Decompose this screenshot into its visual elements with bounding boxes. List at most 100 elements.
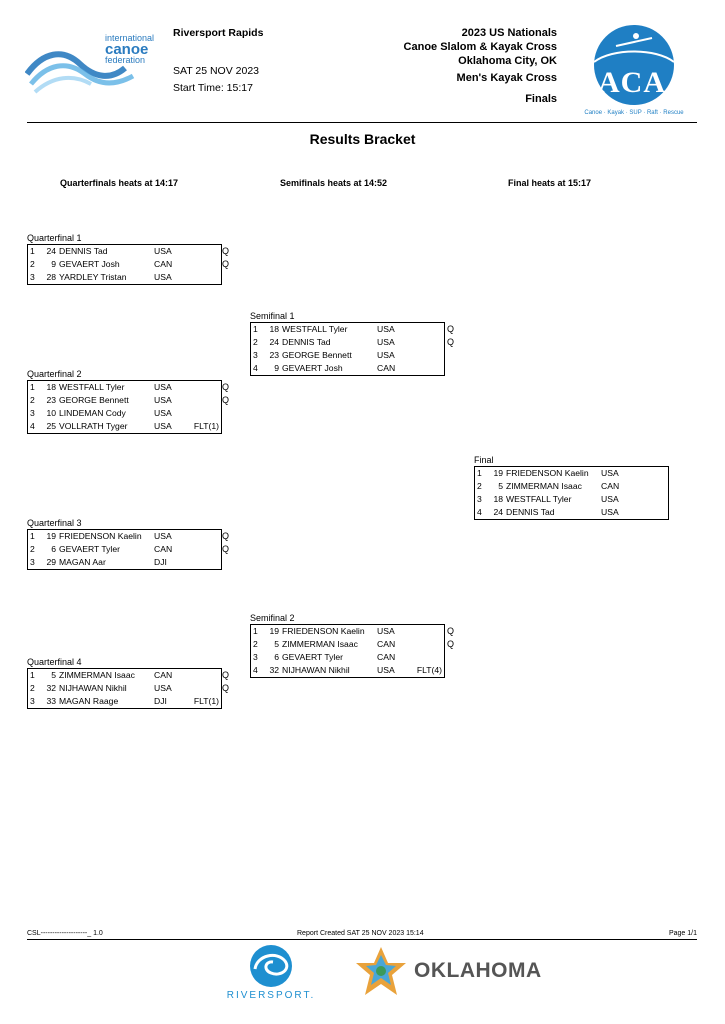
bib-number: 32 <box>46 683 56 693</box>
round-label-semifinals: Semifinals heats at 14:52 <box>280 178 388 188</box>
icf-logo-line2: canoe <box>105 41 149 58</box>
qualified-mark: Q <box>222 544 230 554</box>
bib-number: 6 <box>274 652 279 662</box>
nation: USA <box>154 408 172 418</box>
nation: CAN <box>154 544 173 554</box>
event-line-2: Canoe Slalom & Kayak Cross <box>403 41 557 53</box>
icf-logo: international canoe federation <box>24 33 160 96</box>
qualified-mark: Q <box>447 626 455 636</box>
penalty-note: FLT(1) <box>193 421 219 431</box>
rank: 1 <box>30 382 35 392</box>
icf-logo-line3: federation <box>105 55 146 65</box>
aca-logo-text: ACA <box>598 66 666 99</box>
athlete-name: GEVAERT Tyler <box>282 652 343 662</box>
nation: USA <box>377 626 395 636</box>
icf-logo-line1: international <box>105 33 155 43</box>
event-line-4: Men's Kayak Cross <box>456 72 557 84</box>
qualified-mark: Q <box>222 259 230 269</box>
heat-title: Quarterfinal 2 <box>27 369 82 379</box>
bib-number: 9 <box>51 259 56 269</box>
start-time: Start Time: 15:17 <box>173 82 253 94</box>
athlete-name: GEVAERT Tyler <box>59 544 120 554</box>
event-title-block: 2023 US Nationals Canoe Slalom & Kayak C… <box>404 26 557 106</box>
athlete-name: ZIMMERMAN Isaac <box>282 639 358 649</box>
event-line-3: Oklahoma City, OK <box>458 55 557 67</box>
athlete-name: WESTFALL Tyler <box>506 494 572 504</box>
athlete-name: DENNIS Tad <box>59 246 108 256</box>
rank: 2 <box>30 395 35 405</box>
heat-title: Semifinal 1 <box>250 311 295 321</box>
bib-number: 24 <box>46 246 56 256</box>
nation: CAN <box>154 670 173 680</box>
athlete-name: ZIMMERMAN Isaac <box>59 670 135 680</box>
heat-title: Quarterfinal 4 <box>27 657 82 667</box>
athlete-name: NIJHAWAN Nikhil <box>59 683 127 693</box>
nation: USA <box>154 395 172 405</box>
event-line-5: Finals <box>525 93 557 105</box>
nation: USA <box>154 421 172 431</box>
icf-wave-icon <box>24 51 135 94</box>
round-label-final: Final heats at 15:17 <box>508 178 592 188</box>
rank: 2 <box>30 259 35 269</box>
rank: 3 <box>30 696 35 706</box>
nation: USA <box>601 494 619 504</box>
qualified-mark: Q <box>447 639 455 649</box>
bib-number: 19 <box>269 626 279 636</box>
rank: 4 <box>30 421 35 431</box>
bib-number: 25 <box>46 421 56 431</box>
footer-code: CSL--------------------_ 1.0 <box>27 930 103 937</box>
heat-title: Final <box>474 455 494 465</box>
athlete-name: DENNIS Tad <box>282 337 331 347</box>
qualified-mark: Q <box>447 337 455 347</box>
qualified-mark: Q <box>222 382 230 392</box>
header-rule <box>27 122 697 123</box>
penalty-note: FLT(1) <box>193 696 219 706</box>
venue-name: Riversport Rapids <box>173 27 264 39</box>
athlete-name: NIJHAWAN Nikhil <box>282 665 350 675</box>
oklahoma-logo: OKLAHOMA <box>352 945 552 1000</box>
rank: 1 <box>30 246 35 256</box>
rank: 3 <box>30 408 35 418</box>
heat-title: Semifinal 2 <box>250 613 295 623</box>
rank: 1 <box>477 468 482 478</box>
page-title: Results Bracket <box>309 131 416 147</box>
bib-number: 29 <box>46 557 56 567</box>
athlete-name: ZIMMERMAN Isaac <box>506 481 582 491</box>
bib-number: 5 <box>274 639 279 649</box>
athlete-name: GEORGE Bennett <box>59 395 129 405</box>
heat-title: Quarterfinal 1 <box>27 233 82 243</box>
nation: USA <box>377 665 395 675</box>
nation: USA <box>601 468 619 478</box>
nation: USA <box>154 531 172 541</box>
rank: 2 <box>30 544 35 554</box>
event-date: SAT 25 NOV 2023 <box>173 65 259 77</box>
bib-number: 23 <box>46 395 56 405</box>
nation: USA <box>377 350 395 360</box>
nation: USA <box>154 382 172 392</box>
riversport-logo: RIVERSPORT. <box>215 943 327 1005</box>
rank: 3 <box>477 494 482 504</box>
bib-number: 19 <box>493 468 503 478</box>
athlete-name: FRIEDENSON Kaelin <box>506 468 589 478</box>
rank: 3 <box>30 557 35 567</box>
